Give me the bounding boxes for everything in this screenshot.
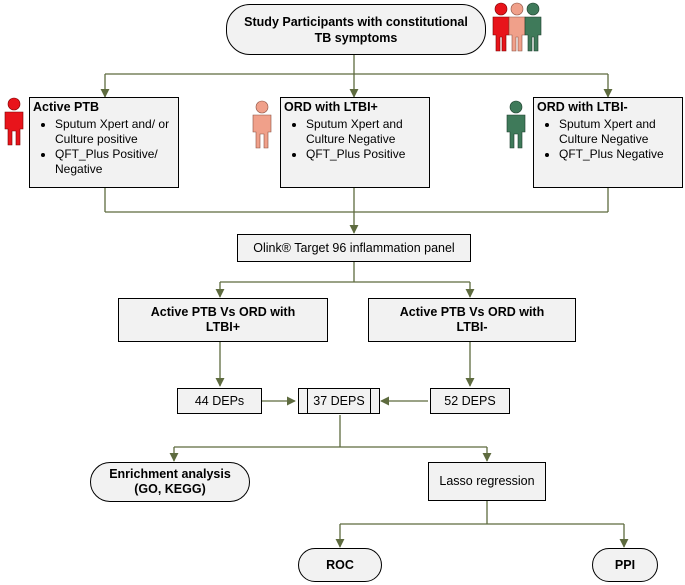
person-red-icon	[4, 97, 24, 146]
olink-panel-label: Olink® Target 96 inflammation panel	[253, 240, 455, 255]
ppi-node: PPI	[592, 548, 658, 582]
deps-52-label: 52 DEPS	[444, 393, 496, 408]
lasso-regression-label: Lasso regression	[439, 474, 535, 488]
ord-ltbi-minus-group: ORD with LTBI- Sputum Xpert and Culture …	[533, 97, 683, 188]
deps-37-label: 37 DEPS	[313, 393, 365, 408]
people-group-icon	[492, 2, 542, 52]
person-salmon-icon	[252, 100, 272, 149]
enrichment-analysis-node: Enrichment analysis (GO, KEGG)	[90, 462, 250, 502]
comparison-line2: LTBI+	[205, 320, 241, 334]
enrichment-line1: Enrichment analysis	[109, 467, 231, 481]
deps-37-node: 37 DEPS	[298, 388, 380, 414]
person-salmon-icon	[508, 2, 526, 52]
criteria-list: Sputum Xpert and Culture Negative QFT_Pl…	[537, 117, 679, 162]
enrichment-line2: (GO, KEGG)	[134, 482, 206, 496]
criteria-item: Sputum Xpert and Culture Negative	[306, 117, 426, 147]
deps-44-label: 44 DEPs	[194, 393, 245, 408]
group-title: ORD with LTBI-	[537, 100, 628, 114]
roc-node: ROC	[298, 548, 382, 582]
comparison-line2: LTBI-	[456, 320, 488, 334]
criteria-list: Sputum Xpert and Culture Negative QFT_Pl…	[284, 117, 426, 162]
person-red-icon	[492, 2, 510, 52]
comparison-line1: Active PTB Vs ORD with	[399, 305, 545, 319]
comparison-line1: Active PTB Vs ORD with	[150, 305, 296, 319]
group-title: Active PTB	[33, 100, 99, 114]
criteria-item: QFT_Plus Positive	[306, 147, 426, 162]
deps-52-node: 52 DEPS	[430, 388, 510, 414]
study-participants-line1: Study Participants with constitutional	[244, 14, 468, 29]
roc-label: ROC	[326, 557, 354, 572]
process-bar-right	[370, 389, 371, 413]
ppi-label: PPI	[614, 557, 636, 572]
person-green-icon	[524, 2, 542, 52]
person-green-icon	[506, 100, 526, 149]
process-bar-left	[307, 389, 308, 413]
ord-ltbi-plus-group: ORD with LTBI+ Sputum Xpert and Culture …	[280, 97, 430, 188]
comparison-ltbi-plus-node: Active PTB Vs ORD with LTBI+	[118, 298, 328, 342]
criteria-item: QFT_Plus Positive/ Negative	[55, 147, 175, 177]
criteria-item: Sputum Xpert and/ or Culture positive	[55, 117, 175, 147]
comparison-ltbi-minus-node: Active PTB Vs ORD with LTBI-	[368, 298, 576, 342]
olink-panel-node: Olink® Target 96 inflammation panel	[237, 234, 471, 262]
study-participants-node: Study Participants with constitutional T…	[226, 4, 486, 55]
criteria-item: Sputum Xpert and Culture Negative	[559, 117, 679, 147]
study-participants-line2: TB symptoms	[314, 30, 398, 45]
active-ptb-group: Active PTB Sputum Xpert and/ or Culture …	[29, 97, 179, 188]
criteria-list: Sputum Xpert and/ or Culture positive QF…	[33, 117, 175, 177]
criteria-item: QFT_Plus Negative	[559, 147, 679, 162]
lasso-regression-node: Lasso regression	[428, 462, 546, 501]
group-title: ORD with LTBI+	[284, 100, 378, 114]
deps-44-node: 44 DEPs	[177, 388, 262, 414]
